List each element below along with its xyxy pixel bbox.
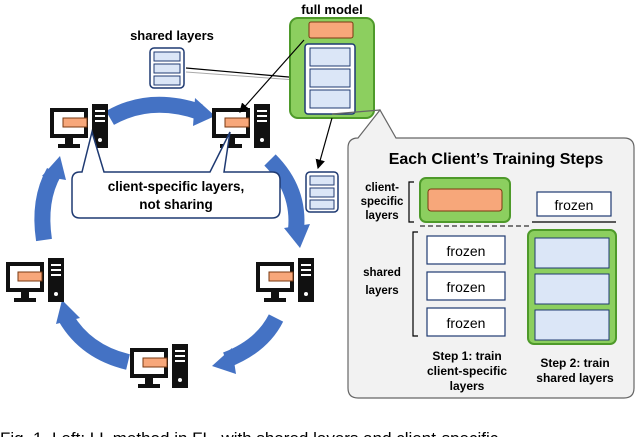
arrow-icon bbox=[264, 154, 305, 231]
arrow-icon bbox=[185, 67, 302, 83]
shared-layers-top-label: shared layers bbox=[130, 28, 214, 43]
callout-text-line1: client-specific layers, bbox=[108, 179, 245, 194]
step2-frozen-client-block bbox=[536, 191, 612, 217]
shared-layers-top-stack bbox=[149, 47, 185, 89]
client-computer-right bbox=[256, 258, 314, 302]
step1-frozen-label-3: frozen bbox=[447, 315, 486, 331]
arrow-icon bbox=[56, 300, 80, 324]
client-computer-bottom bbox=[130, 344, 188, 388]
step1-frozen-shared-3 bbox=[426, 307, 506, 337]
step1-client-layer bbox=[427, 188, 503, 212]
panel-title: Each Client’s Training Steps bbox=[389, 151, 604, 168]
figure-caption: Fig. 1. Left: LL method in FL, with shar… bbox=[0, 429, 499, 437]
step2-shared-layer-3 bbox=[534, 309, 610, 341]
step2-caption-line1: Step 2: train bbox=[540, 356, 609, 370]
step1-frozen-shared-1 bbox=[426, 235, 506, 265]
step1-caption-line1: Step 1: train bbox=[432, 349, 501, 363]
bracket bbox=[408, 181, 414, 223]
client-specific-layer-block bbox=[224, 117, 250, 128]
client-specific-layer-block bbox=[62, 117, 88, 128]
shared-layers-mid-stack bbox=[305, 171, 339, 213]
arrow-icon bbox=[193, 98, 215, 126]
step2-shared-layer-1 bbox=[534, 237, 610, 269]
step1-frozen-label-1: frozen bbox=[447, 243, 486, 259]
arrow-icon bbox=[59, 313, 131, 370]
training-steps-panel: Each Client’s Training Steps client- spe… bbox=[331, 108, 635, 399]
client-specific-label-line2: specific bbox=[361, 196, 404, 208]
arrow-icon bbox=[212, 348, 236, 374]
client-computer-left bbox=[6, 258, 64, 302]
step2-shared-layer-2 bbox=[534, 273, 610, 305]
client-computer-top-left bbox=[50, 104, 108, 148]
client-specific-callout: client-specific layers, not sharing bbox=[71, 129, 281, 219]
step1-frozen-shared-2 bbox=[426, 271, 506, 301]
arrow-icon bbox=[315, 117, 333, 170]
arrow-icon bbox=[42, 156, 66, 180]
step1-caption-line3: layers bbox=[450, 379, 485, 393]
arrow-icon bbox=[34, 168, 62, 242]
shared-label-line1: shared bbox=[363, 267, 401, 279]
arrow-shadow bbox=[185, 71, 297, 81]
client-computer-top-center bbox=[212, 104, 270, 148]
client-specific-label-line3: layers bbox=[365, 210, 398, 222]
arrow-icon bbox=[222, 314, 284, 368]
shared-label-line2: layers bbox=[365, 285, 398, 297]
step2-caption-line2: shared layers bbox=[536, 371, 614, 385]
step1-frozen-label-2: frozen bbox=[447, 279, 486, 295]
arrow-icon bbox=[239, 39, 305, 113]
panel-pointer bbox=[331, 109, 381, 115]
full-model-label: full model bbox=[301, 2, 362, 17]
callout-text-line2: not sharing bbox=[139, 197, 213, 212]
client-specific-layer-block bbox=[142, 357, 168, 368]
arrow-icon bbox=[106, 96, 203, 126]
step2-frozen-label: frozen bbox=[555, 197, 594, 213]
client-specific-label-line1: client- bbox=[365, 182, 399, 194]
cycle-arrows bbox=[34, 96, 310, 374]
client-specific-layer-block bbox=[17, 271, 43, 282]
arrow-icon bbox=[284, 224, 310, 248]
bracket bbox=[412, 231, 418, 337]
client-specific-layer-block bbox=[268, 271, 294, 282]
step1-caption-line2: client-specific bbox=[427, 364, 507, 378]
full-model-block bbox=[289, 17, 375, 119]
